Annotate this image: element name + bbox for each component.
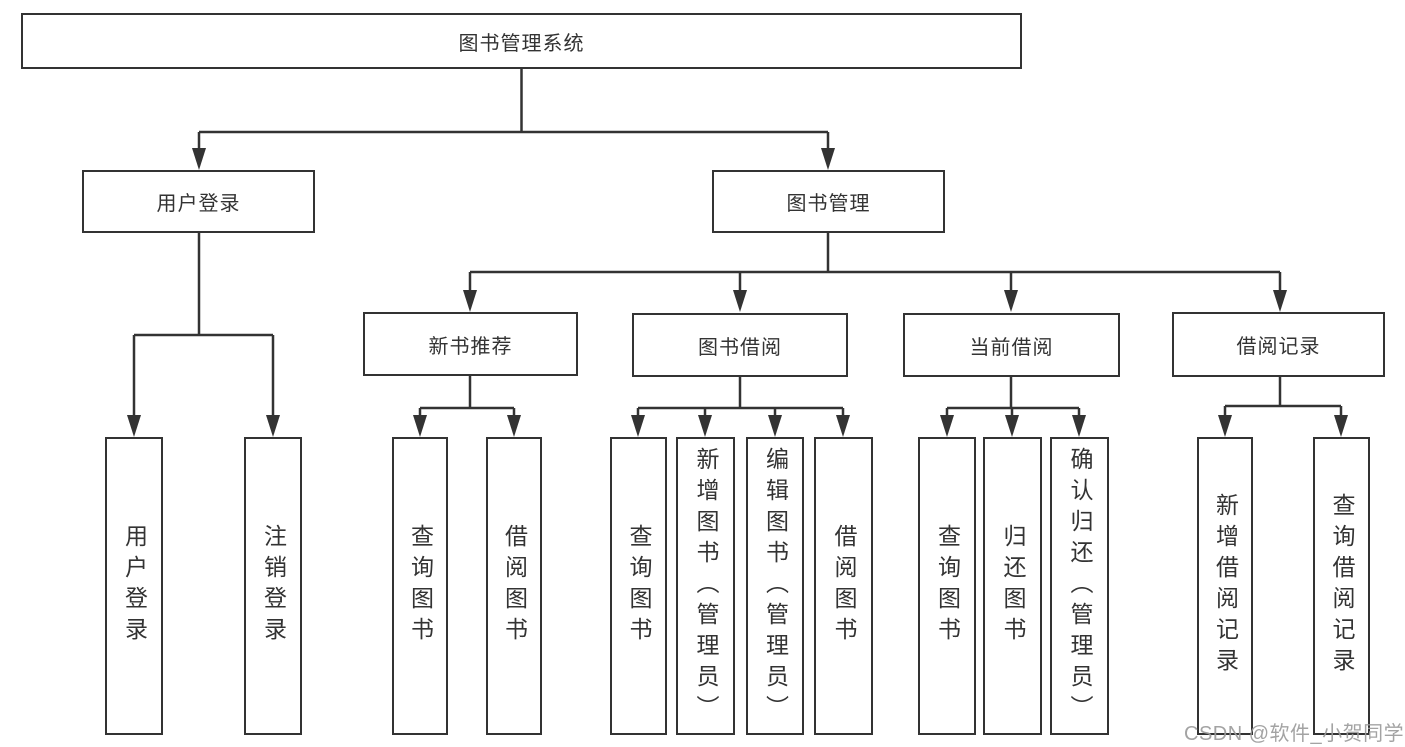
node-label: 查询图书 <box>934 524 961 648</box>
node-book-management: 图书管理 <box>712 170 945 233</box>
leaf-add-books-admin: 新增图书（管理员） <box>676 437 735 735</box>
node-label: 新书推荐 <box>428 335 513 358</box>
node-label: 新增借阅记录 <box>1212 493 1239 679</box>
node-label: 图书借阅 <box>698 336 782 359</box>
csdn-watermark: CSDN @软件_小贺同学 <box>1184 723 1405 745</box>
leaf-query-books-current: 查询图书 <box>918 437 976 735</box>
node-label: 借阅记录 <box>1236 336 1321 358</box>
leaf-confirm-return-admin: 确认归还（管理员） <box>1050 437 1109 735</box>
node-current-borrowing: 当前借阅 <box>903 313 1120 377</box>
node-label: 图书管理 <box>786 193 871 215</box>
node-label: 新增图书（管理员） <box>693 446 719 726</box>
leaf-edit-books-admin: 编辑图书（管理员） <box>746 437 804 735</box>
leaf-query-books-borrowing: 查询图书 <box>610 437 667 735</box>
leaf-logout: 注销登录 <box>244 437 302 735</box>
node-new-book-recommendation: 新书推荐 <box>363 312 578 376</box>
node-label: 用户登录 <box>121 524 148 648</box>
node-label: 借阅图书 <box>501 524 528 648</box>
node-user-login: 用户登录 <box>82 170 315 233</box>
node-label: 确认归还（管理员） <box>1067 446 1093 726</box>
leaf-borrow-books-borrowing: 借阅图书 <box>814 437 873 735</box>
leaf-query-books-recommend: 查询图书 <box>392 437 448 735</box>
node-label: 用户登录 <box>156 193 241 215</box>
node-label: 当前借阅 <box>969 336 1054 359</box>
leaf-add-borrow-record: 新增借阅记录 <box>1197 437 1253 735</box>
leaf-query-borrow-record: 查询借阅记录 <box>1313 437 1370 735</box>
leaf-return-books: 归还图书 <box>983 437 1042 735</box>
node-label: 编辑图书（管理员） <box>762 446 789 726</box>
node-library-management-system: 图书管理系统 <box>21 13 1022 69</box>
node-label: 查询图书 <box>407 524 434 648</box>
node-label: 图书管理系统 <box>458 32 585 55</box>
node-label: 借阅图书 <box>831 524 857 648</box>
node-label: 查询借阅记录 <box>1329 493 1355 679</box>
leaf-borrow-books-recommend: 借阅图书 <box>486 437 542 735</box>
leaf-user-login: 用户登录 <box>105 437 163 735</box>
node-borrowing-records: 借阅记录 <box>1172 312 1385 377</box>
node-label: 归还图书 <box>1000 524 1026 648</box>
node-label: 查询图书 <box>626 524 652 648</box>
node-label: 注销登录 <box>260 524 287 648</box>
arrowheads <box>127 148 1348 437</box>
node-book-borrowing: 图书借阅 <box>632 313 848 377</box>
